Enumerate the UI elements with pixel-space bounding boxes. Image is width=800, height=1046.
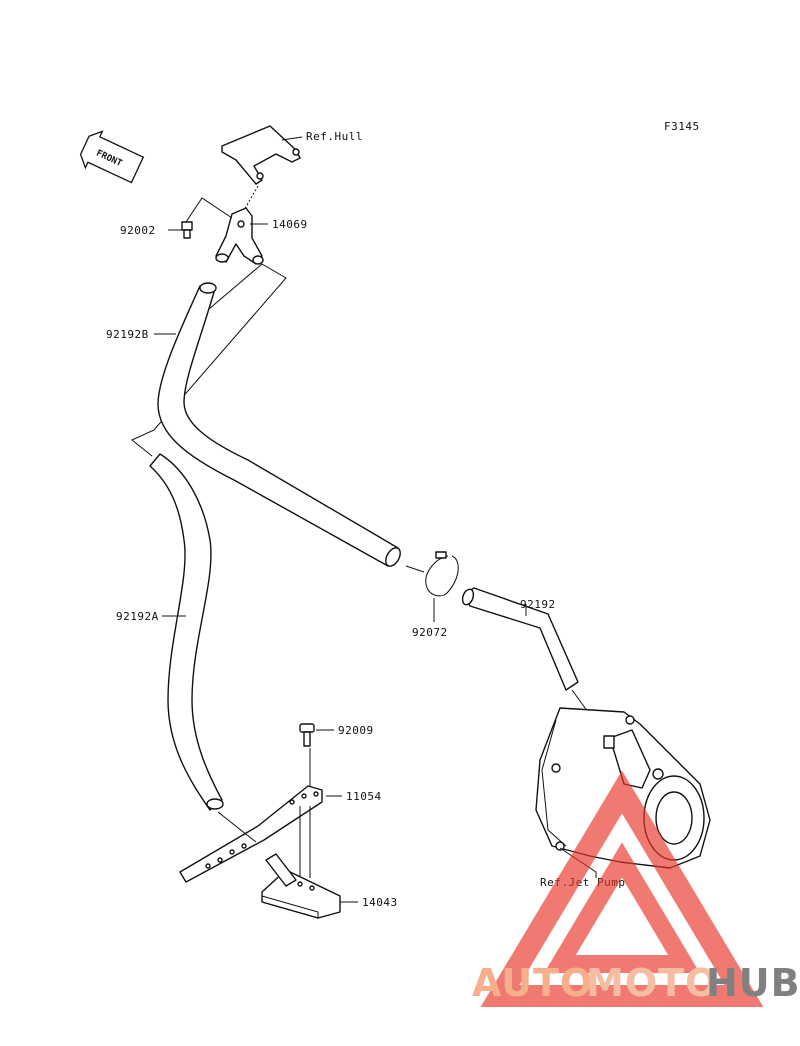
label-92192B: 92192B [106,328,149,341]
hose-92192B [157,282,401,567]
label-92192A: 92192A [116,610,159,623]
clamp-92072 [425,551,459,597]
hull-bracket [221,125,303,185]
fitting-14069 [215,207,264,265]
screw-92009 [299,723,315,747]
label-92009: 92009 [338,724,374,737]
bracket-11054 [179,785,323,883]
label-14069: 14069 [272,218,308,231]
watermark-moto: MOTO [586,961,718,1005]
watermark-hub: HUB [706,961,800,1005]
hose-92192 [461,587,579,691]
label-ref-hull: Ref.Hull [306,130,363,143]
label-92002: 92002 [120,224,156,237]
label-14043: 14043 [362,896,398,909]
bolt-92002 [181,221,193,239]
hose-92192A [149,453,224,811]
watermark-auto: AUTO [472,961,593,1005]
label-92072: 92072 [412,626,448,639]
watermark-logo: AUTO MOTO HUB [472,770,800,1007]
filter-14043 [261,853,341,919]
figure-code: F3145 [664,120,700,133]
front-arrow-icon: FRONT [79,130,145,184]
label-92192: 92192 [520,598,556,611]
label-11054: 11054 [346,790,382,803]
